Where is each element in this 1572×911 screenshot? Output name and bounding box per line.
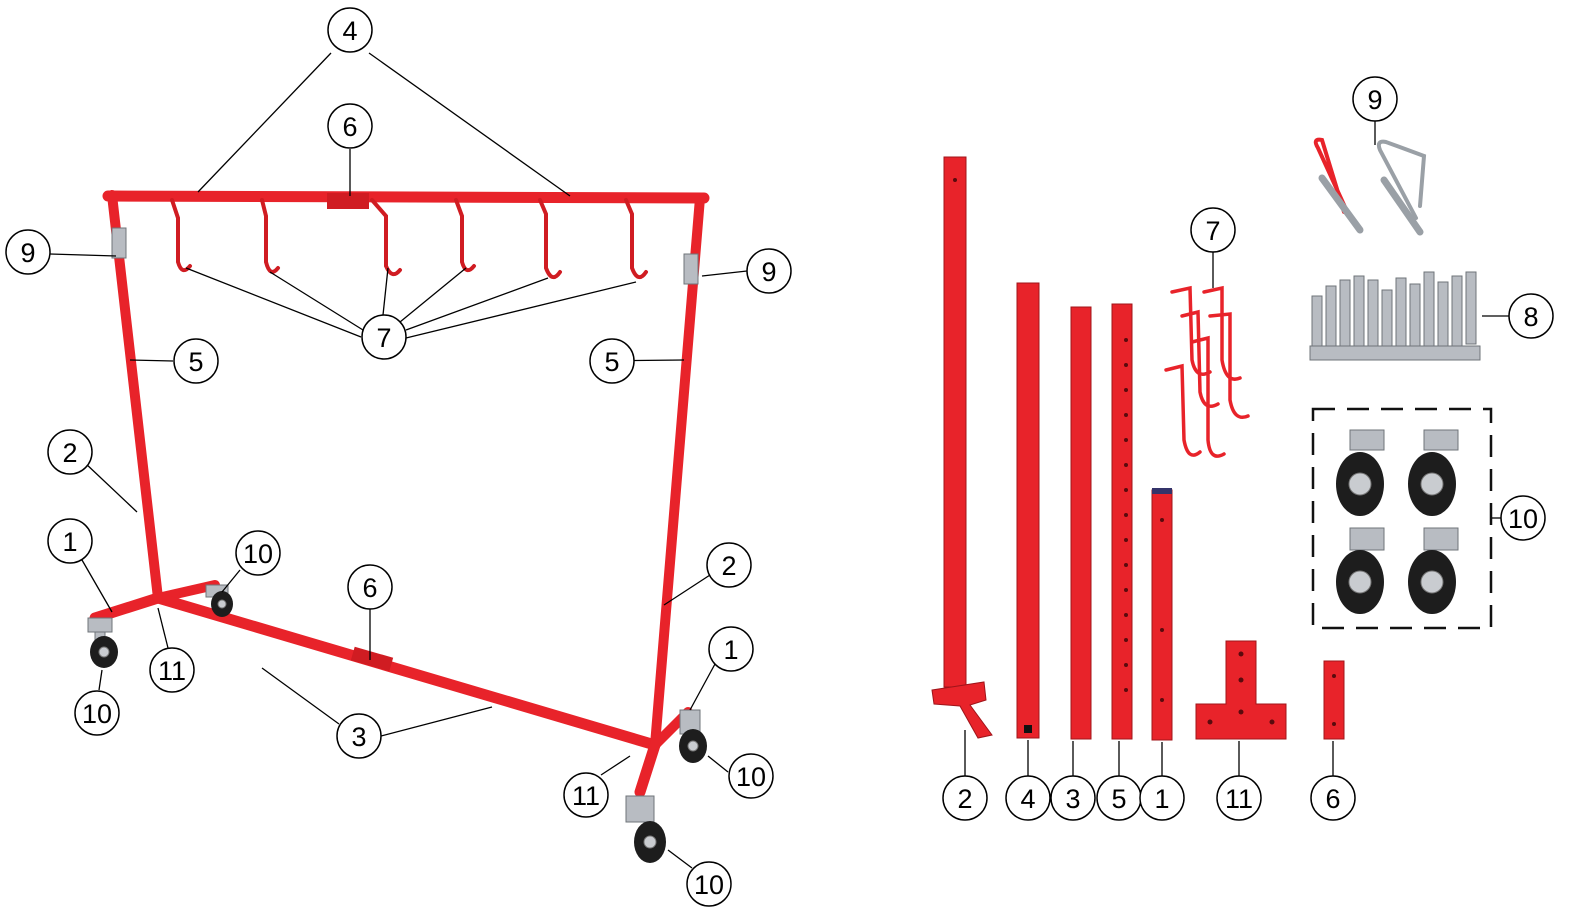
part-9-pins [1313, 137, 1427, 236]
caster-back-right [679, 709, 707, 763]
callout-label: 8 [1523, 302, 1538, 332]
callout-10-front-left: 10 [74, 690, 120, 736]
callout-part-4: 4 [1005, 775, 1051, 821]
callout-label: 4 [1020, 784, 1035, 814]
callout-9-right: 9 [746, 248, 792, 294]
callout-label: 2 [721, 551, 736, 581]
callout-10-front-right: 10 [686, 861, 732, 907]
part-11-t-plate [1195, 640, 1287, 740]
callout-label: 5 [188, 347, 203, 377]
callout-label: 11 [572, 781, 600, 811]
callout-part-2: 2 [942, 775, 988, 821]
callout-1-right: 1 [708, 626, 754, 672]
callout-label: 1 [62, 527, 77, 557]
frame-hooks [170, 198, 648, 280]
part-8-bolts [1309, 271, 1481, 361]
callout-1-left: 1 [47, 518, 93, 564]
callouts: 4 6 9 9 7 5 5 2 2 1 10 6 11 10 3 1 11 10… [5, 7, 1554, 907]
top-bar [102, 190, 710, 204]
callout-10-back-left: 10 [235, 530, 281, 576]
part-6-connector [1323, 660, 1345, 740]
part-5-tube [1111, 303, 1133, 740]
callout-label: 5 [1111, 784, 1126, 814]
callout-label: 3 [1065, 784, 1080, 814]
callout-label: 10 [736, 762, 766, 792]
callout-part-8: 8 [1508, 293, 1554, 339]
callout-label: 10 [694, 870, 724, 900]
callout-2-right: 2 [706, 542, 752, 588]
callout-label: 6 [1325, 784, 1340, 814]
callout-4-top: 4 [327, 7, 373, 53]
callout-label: 9 [20, 238, 35, 268]
callout-5-left: 5 [173, 338, 219, 384]
callout-part-1: 1 [1139, 775, 1185, 821]
upright-right [650, 193, 705, 750]
leader-lines [49, 52, 1509, 869]
top-connector [327, 193, 369, 209]
base-connector [350, 646, 394, 672]
callout-5-right: 5 [589, 338, 635, 384]
callout-label: 10 [243, 539, 273, 569]
callout-7-frame: 7 [361, 314, 407, 360]
callout-label: 6 [362, 573, 377, 603]
callout-label: 11 [158, 656, 186, 686]
part-2-upright-with-foot [931, 156, 993, 739]
callout-9-left: 9 [5, 229, 51, 275]
callout-label: 1 [723, 635, 738, 665]
callout-6-top: 6 [327, 103, 373, 149]
pin-left [111, 227, 127, 259]
part-3-tube [1070, 306, 1092, 740]
callout-label: 1 [1154, 784, 1169, 814]
upright-left [107, 190, 163, 603]
callout-part-11: 11 [1216, 775, 1262, 821]
base-rail-left [89, 592, 164, 624]
part-4-tube [1016, 282, 1040, 739]
caster-back-left [205, 584, 233, 617]
callout-11-right: 11 [563, 772, 609, 818]
part-7-hooks [1164, 285, 1250, 458]
caster-front-right [625, 795, 666, 863]
callout-label: 9 [761, 257, 776, 287]
assembled-rack [87, 190, 710, 863]
callout-3: 3 [336, 713, 382, 759]
part-1-tube [1151, 488, 1173, 741]
callout-part-7: 7 [1190, 207, 1236, 253]
callout-label: 10 [82, 699, 112, 729]
caster-front-left [87, 617, 118, 668]
callout-part-3: 3 [1050, 775, 1096, 821]
callout-label: 2 [957, 784, 972, 814]
callout-label: 7 [1205, 216, 1220, 246]
callout-label: 9 [1367, 85, 1382, 115]
callout-6-base: 6 [347, 564, 393, 610]
callout-label: 11 [1225, 784, 1253, 814]
part-10-casters [1336, 429, 1459, 614]
callout-11-left: 11 [149, 647, 195, 693]
callout-label: 6 [342, 112, 357, 142]
casters-box [1311, 407, 1493, 630]
callout-part-10: 10 [1500, 495, 1546, 541]
callout-part-9: 9 [1352, 76, 1398, 122]
callout-label: 4 [342, 16, 357, 46]
callout-label: 7 [376, 323, 391, 353]
callout-label: 5 [604, 347, 619, 377]
callout-label: 3 [351, 722, 366, 752]
callout-10-back-right: 10 [728, 753, 774, 799]
callout-label: 2 [62, 438, 77, 468]
base-rail-front [634, 739, 661, 798]
loose-parts [931, 137, 1493, 741]
callout-label: 10 [1508, 504, 1538, 534]
base-rail-long [152, 592, 661, 751]
callout-2-left: 2 [47, 429, 93, 475]
pin-right [683, 253, 699, 285]
callout-part-6: 6 [1310, 775, 1356, 821]
callout-part-5: 5 [1096, 775, 1142, 821]
